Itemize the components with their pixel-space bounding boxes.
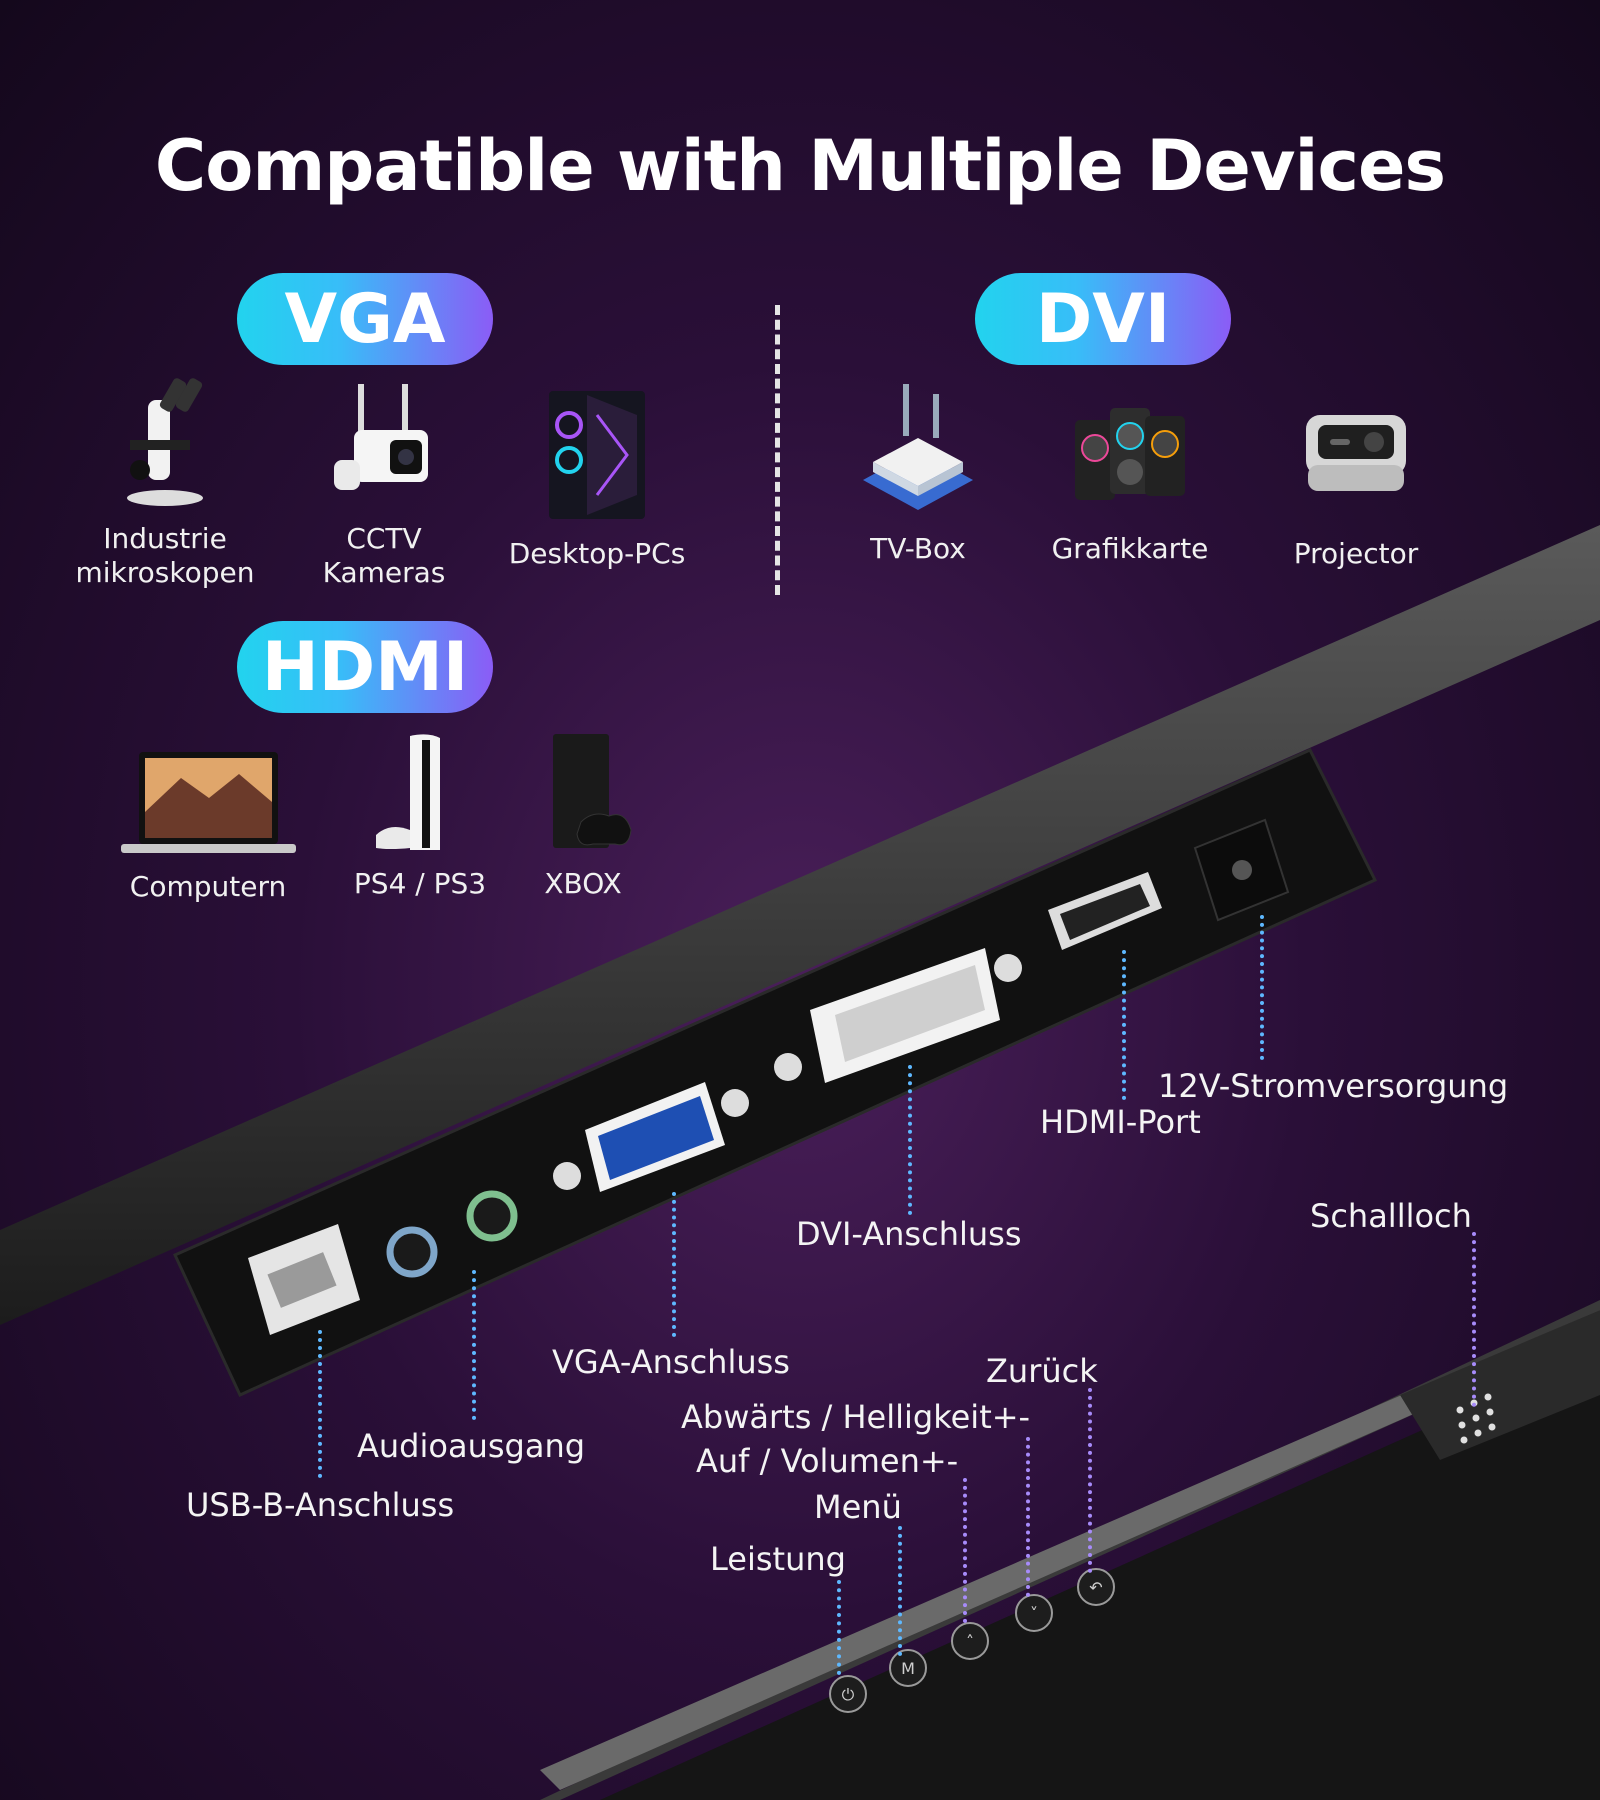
device-playstation: PS4 / PS3 xyxy=(310,730,530,901)
leader-usb xyxy=(318,1330,322,1478)
device-label: Desktop-PCs xyxy=(508,537,686,570)
svg-text:⏻: ⏻ xyxy=(842,1685,855,1704)
leader-down xyxy=(1026,1437,1030,1597)
security-camera-icon xyxy=(334,384,428,490)
device-xbox: XBOX xyxy=(473,730,693,901)
callout-vga-port: VGA-Anschluss xyxy=(552,1343,790,1381)
leader-hdmi xyxy=(1122,950,1126,1100)
callout-back: Zurück xyxy=(986,1352,1098,1390)
leader-vga xyxy=(672,1192,676,1337)
page-title: Compatible with Multiple Devices xyxy=(154,125,1446,207)
device-label: TV-Box xyxy=(870,532,966,565)
device-label: XBOX xyxy=(544,867,622,900)
vga-badge: VGA xyxy=(237,273,493,365)
graphics-card-icon xyxy=(1075,408,1185,500)
callout-power: Leistung xyxy=(710,1540,846,1578)
device-tv-box: TV-Box xyxy=(808,380,1028,566)
monitor-port-panel: ⏻ M ˄ ˅ ↶ xyxy=(0,525,1600,1800)
projector-icon xyxy=(1306,415,1406,491)
callout-sound-hole: Schallloch xyxy=(1310,1197,1472,1235)
device-label: Computern xyxy=(129,870,287,903)
section-divider xyxy=(775,305,780,595)
xbox-icon xyxy=(553,734,632,848)
dvi-badge: DVI xyxy=(975,273,1231,365)
desktop-pc-icon xyxy=(549,391,645,519)
svg-text:˄: ˄ xyxy=(966,1632,974,1651)
device-graphics-card: Grafikkarte xyxy=(1020,380,1240,566)
device-label: Grafikkarte xyxy=(1051,532,1209,565)
leader-dvi xyxy=(908,1065,912,1215)
device-label: Projector xyxy=(1293,537,1419,570)
leader-audio xyxy=(472,1270,476,1420)
leader-menu xyxy=(898,1526,902,1656)
leader-sound-hole xyxy=(1472,1232,1476,1407)
device-label: PS4 / PS3 xyxy=(353,867,487,900)
device-projector: Projector xyxy=(1246,395,1466,571)
svg-text:˅: ˅ xyxy=(1030,1604,1038,1623)
callout-power-supply: 12V-Stromversorgung xyxy=(1158,1067,1509,1105)
leader-power-supply xyxy=(1260,915,1264,1060)
hdmi-badge: HDMI xyxy=(237,621,493,713)
svg-text:↶: ↶ xyxy=(1089,1578,1102,1597)
microscope-icon xyxy=(127,378,203,506)
callout-usb-b: USB-B-Anschluss xyxy=(186,1486,455,1524)
leader-up xyxy=(963,1478,967,1623)
callout-hdmi-port: HDMI-Port xyxy=(1040,1103,1201,1141)
callout-dvi-port: DVI-Anschluss xyxy=(796,1215,1022,1253)
callout-audio-out: Audioausgang xyxy=(357,1427,586,1465)
leader-power xyxy=(837,1580,841,1675)
leader-back xyxy=(1088,1388,1092,1573)
callout-menu: Menü xyxy=(814,1488,902,1526)
playstation-icon xyxy=(376,734,440,850)
device-desktop-pc: Desktop-PCs xyxy=(487,385,707,571)
tv-box-icon xyxy=(863,384,973,510)
laptop-icon xyxy=(120,752,296,853)
callout-down-brightness: Abwärts / Helligkeit+- xyxy=(681,1398,1031,1436)
callout-up-volume: Auf / Volumen+- xyxy=(696,1442,959,1480)
svg-text:M: M xyxy=(901,1659,915,1678)
device-laptop: Computern xyxy=(98,742,318,904)
